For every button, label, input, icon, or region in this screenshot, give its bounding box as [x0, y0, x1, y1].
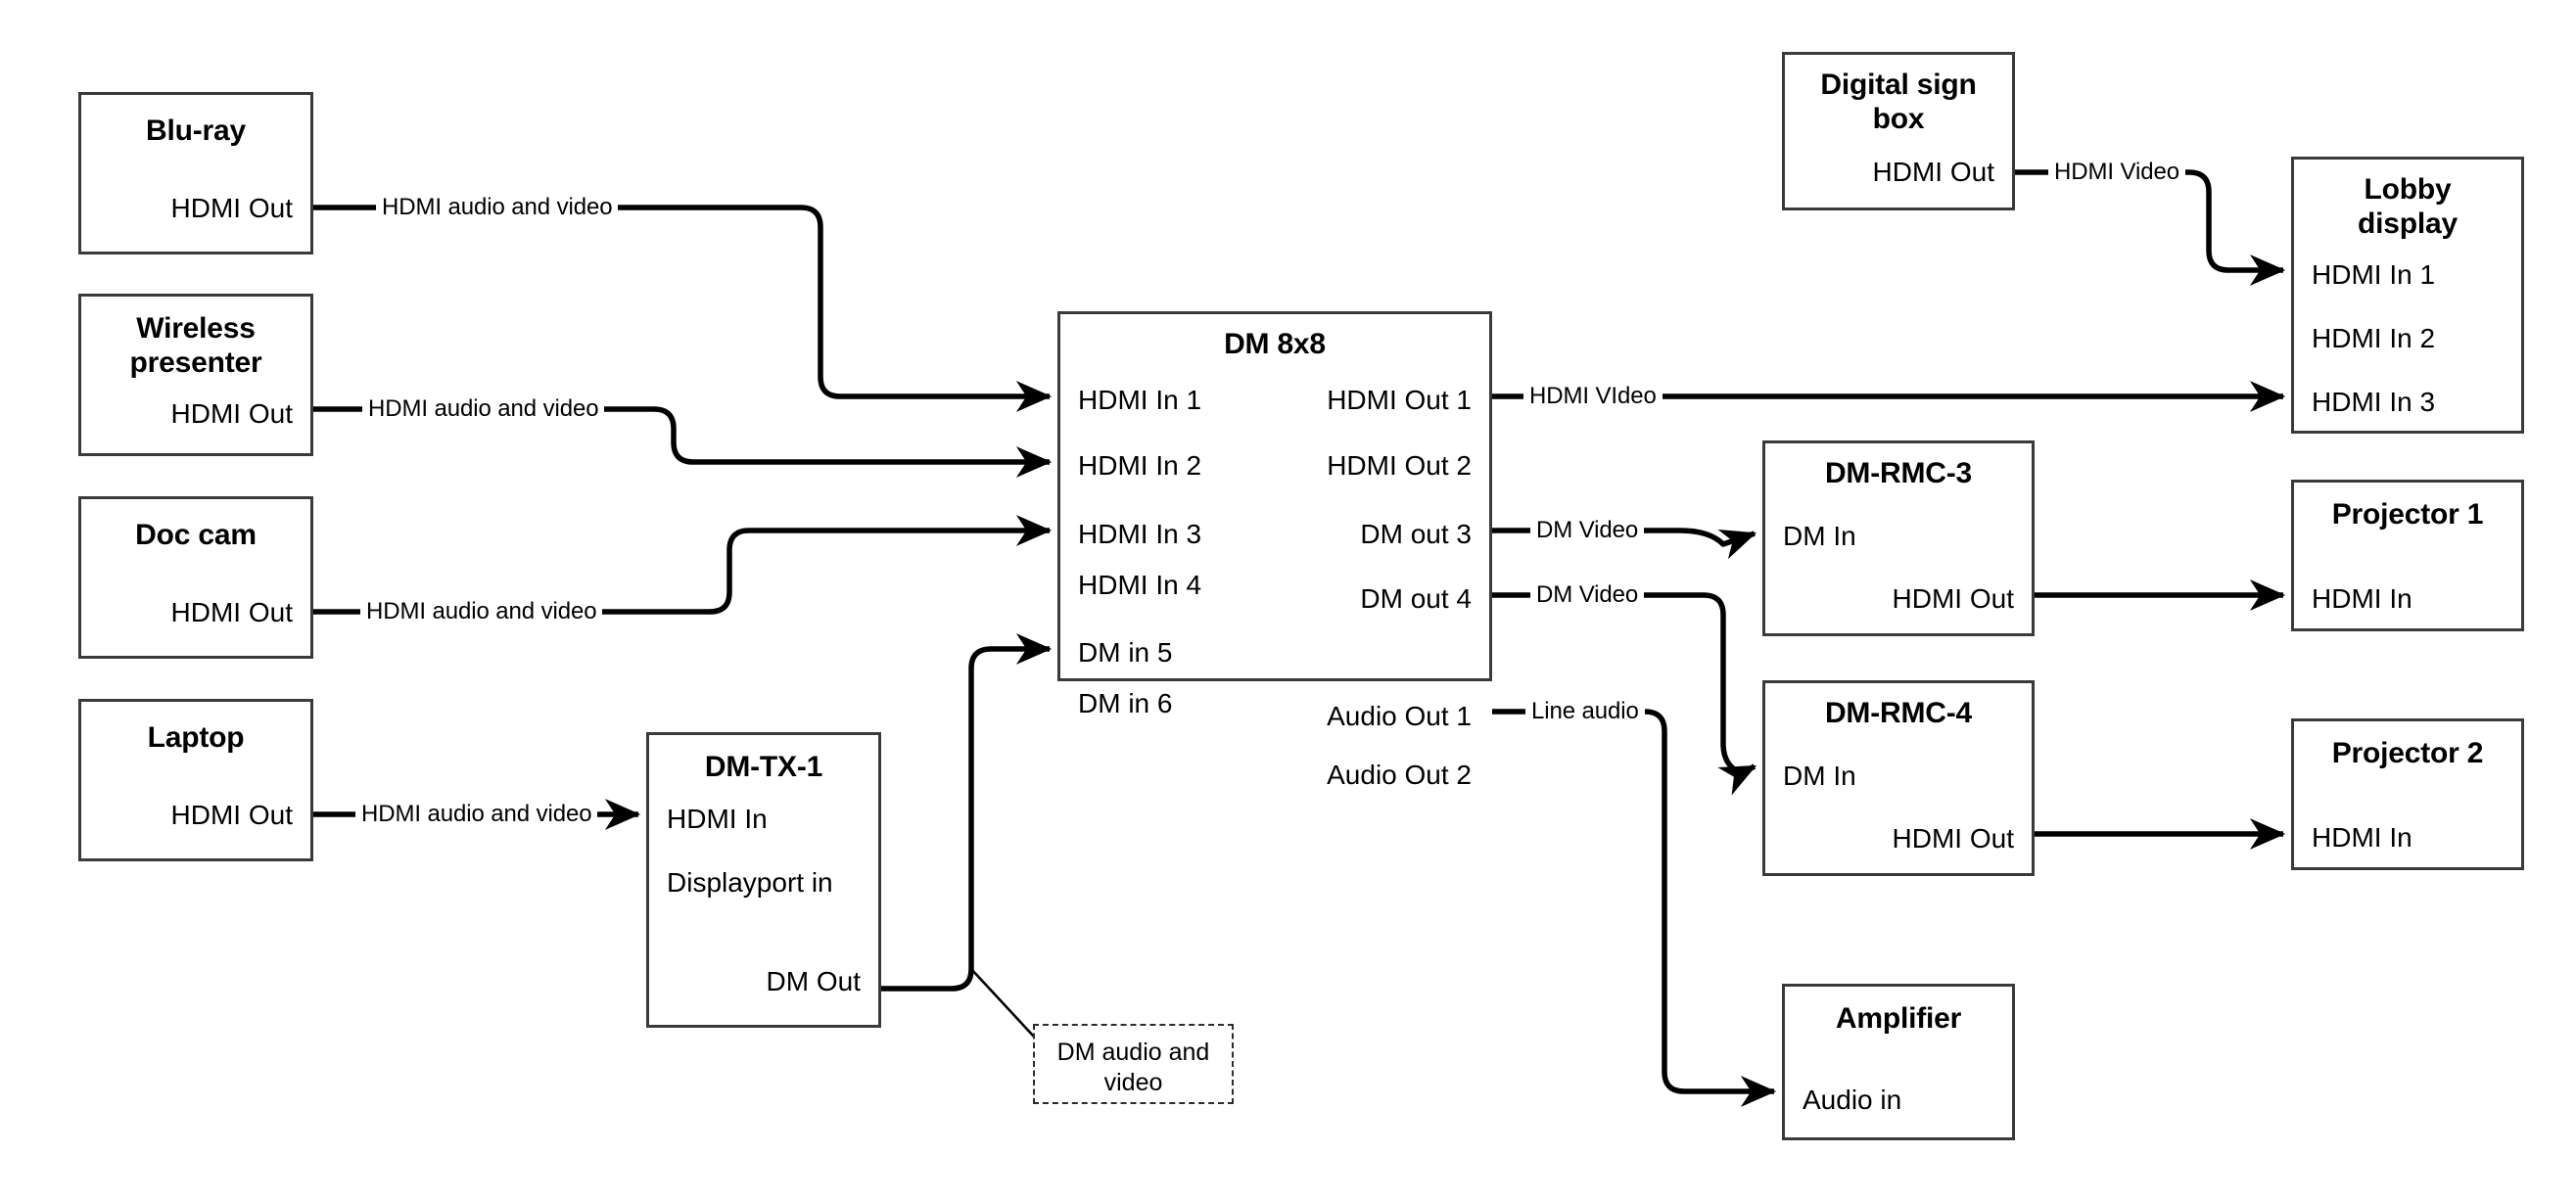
- wire-dm8x8-audio1-to-amp: [1492, 709, 1777, 1107]
- node-projector-2[interactable]: Projector 2 HDMI In: [2291, 718, 2524, 870]
- label-bluray-to-dm8x8: HDMI audio and video: [376, 194, 619, 221]
- port-rmc3-dm-in: DM In: [1783, 521, 1856, 551]
- port-dm8x8-dm-out-4: DM out 4: [1360, 583, 1472, 614]
- node-dm-rmc-4-title: DM-RMC-4: [1824, 697, 1973, 729]
- port-rmc4-dm-in: DM In: [1783, 761, 1856, 791]
- port-projector1-hdmi-in: HDMI In: [2312, 583, 2412, 614]
- port-dmtx1-hdmi-in: HDMI In: [667, 804, 768, 834]
- port-dm8x8-audio-out-1: Audio Out 1: [1327, 701, 1472, 731]
- port-dm8x8-hdmi-in-2: HDMI In 2: [1078, 450, 1202, 481]
- node-bluray[interactable]: Blu-ray HDMI Out: [78, 92, 313, 254]
- port-dm8x8-audio-out-2: Audio Out 2: [1327, 760, 1472, 790]
- port-dm8x8-hdmi-in-1: HDMI In 1: [1078, 385, 1202, 415]
- port-lobby-hdmi-in-3: HDMI In 3: [2312, 387, 2436, 417]
- node-dm-rmc-3-title: DM-RMC-3: [1824, 457, 1973, 489]
- label-dm8x8-out3-to-rmc3: DM Video: [1530, 517, 1645, 544]
- port-doccam-hdmi-out: HDMI Out: [170, 597, 293, 627]
- node-digital-sign-box-title: Digital sign box: [1820, 69, 1977, 135]
- node-dm-tx-1-title: DM-TX-1: [704, 751, 823, 783]
- port-dm8x8-hdmi-in-3: HDMI In 3: [1078, 519, 1202, 549]
- label-dm8x8-out4-to-rmc4: DM Video: [1530, 581, 1645, 609]
- node-dm-rmc-4[interactable]: DM-RMC-4 DM In HDMI Out: [1762, 680, 2035, 876]
- callout-dm-audio-and-video: DM audio and video: [1033, 1024, 1234, 1104]
- wire-dm8x8-out4-to-rmc4: [1492, 592, 1756, 796]
- node-dm-8x8[interactable]: DM 8x8 HDMI In 1 HDMI In 2 HDMI In 3 HDM…: [1057, 311, 1492, 790]
- wire-bluray-to-dm8x8: [313, 205, 1053, 412]
- port-amplifier-audio-in: Audio in: [1803, 1085, 1902, 1115]
- node-amplifier[interactable]: Amplifier Audio in: [1782, 984, 2015, 1140]
- node-laptop[interactable]: Laptop HDMI Out: [78, 699, 313, 861]
- label-laptop-to-dmtx1: HDMI audio and video: [355, 801, 598, 828]
- port-rmc4-hdmi-out: HDMI Out: [1892, 823, 2014, 854]
- node-dm-tx-1[interactable]: DM-TX-1 HDMI In Displayport in DM Out: [646, 732, 881, 1028]
- port-dm8x8-hdmi-out-2: HDMI Out 2: [1327, 450, 1472, 481]
- node-laptop-title: Laptop: [147, 721, 245, 754]
- node-projector-2-title: Projector 2: [2331, 737, 2484, 769]
- port-dm8x8-dm-in-5: DM in 5: [1078, 637, 1173, 668]
- node-dm-8x8-title: DM 8x8: [1224, 328, 1326, 360]
- port-lobby-hdmi-in-2: HDMI In 2: [2312, 323, 2436, 353]
- node-doc-cam[interactable]: Doc cam HDMI Out: [78, 496, 313, 659]
- node-projector-1[interactable]: Projector 1 HDMI In: [2291, 480, 2524, 631]
- port-wireless-hdmi-out: HDMI Out: [170, 398, 293, 429]
- node-amplifier-title: Amplifier: [1835, 1002, 1962, 1035]
- label-dm8x8-audio1-to-amp: Line audio: [1525, 698, 1645, 725]
- node-wireless-presenter-title: Wireless presenter: [129, 312, 262, 379]
- node-bluray-title: Blu-ray: [146, 115, 246, 147]
- port-lobby-hdmi-in-1: HDMI In 1: [2312, 259, 2436, 290]
- wire-dmtx1-to-dm8x8: [881, 633, 1053, 992]
- node-doc-cam-title: Doc cam: [135, 519, 257, 551]
- node-dm-rmc-3[interactable]: DM-RMC-3 DM In HDMI Out: [1762, 440, 2035, 636]
- port-laptop-hdmi-out: HDMI Out: [170, 800, 293, 830]
- wire-sign-to-lobby: [2015, 169, 2286, 286]
- port-projector2-hdmi-in: HDMI In: [2312, 822, 2412, 853]
- label-wireless-to-dm8x8: HDMI audio and video: [362, 395, 605, 423]
- port-dm8x8-hdmi-in-4: HDMI In 4: [1078, 570, 1202, 600]
- node-wireless-presenter[interactable]: Wireless presenter HDMI Out: [78, 294, 313, 456]
- node-lobby-display[interactable]: Lobby display HDMI In 1 HDMI In 2 HDMI I…: [2291, 157, 2524, 434]
- port-rmc3-hdmi-out: HDMI Out: [1892, 583, 2014, 614]
- port-bluray-hdmi-out: HDMI Out: [170, 193, 293, 223]
- port-sign-hdmi-out: HDMI Out: [1872, 157, 1994, 187]
- label-sign-to-lobby: HDMI Video: [2048, 159, 2185, 186]
- port-dm8x8-dm-out-3: DM out 3: [1360, 519, 1472, 549]
- label-dm8x8-out1-to-lobby: HDMI VIdeo: [1523, 383, 1663, 410]
- port-dm8x8-hdmi-out-1: HDMI Out 1: [1327, 385, 1472, 415]
- node-lobby-display-title: Lobby display: [2358, 173, 2458, 240]
- port-dmtx1-displayport-in: Displayport in: [667, 867, 833, 898]
- node-projector-1-title: Projector 1: [2331, 498, 2484, 531]
- node-digital-sign-box[interactable]: Digital sign box HDMI Out: [1782, 52, 2015, 210]
- port-dm8x8-dm-in-6: DM in 6: [1078, 688, 1173, 718]
- label-doccam-to-dm8x8: HDMI audio and video: [360, 598, 603, 625]
- port-dmtx1-dm-out: DM Out: [766, 966, 861, 996]
